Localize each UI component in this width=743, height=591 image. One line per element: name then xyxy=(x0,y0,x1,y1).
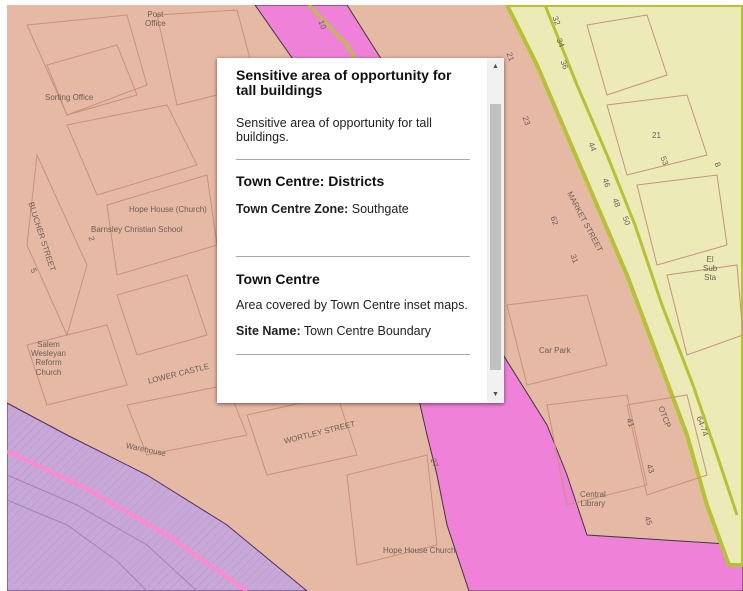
section-title: Town Centre xyxy=(236,271,320,287)
label-sorting-office: Sorting Office xyxy=(45,93,94,102)
scrollbar-thumb[interactable] xyxy=(490,104,501,370)
section-title: Town Centre: Districts xyxy=(236,173,385,189)
field-value: Southgate xyxy=(351,202,409,216)
popup-scrollbar[interactable]: ▲ ▼ xyxy=(487,58,504,403)
pink-line xyxy=(7,449,249,591)
popup-section-tall-buildings: Sensitive area of opportunity for tall b… xyxy=(236,68,470,160)
label-car-park: Car Park xyxy=(539,346,571,355)
feature-info-popup[interactable]: Sensitive area of opportunity for tall b… xyxy=(217,58,504,403)
popup-section-town-centre: Town Centre Area covered by Town Centre … xyxy=(236,272,470,355)
field-value: Town Centre Boundary xyxy=(303,324,432,338)
label-hope-house: Hope House (Church) xyxy=(129,205,207,214)
label-house-number: 21 xyxy=(652,131,661,140)
section-divider xyxy=(236,256,470,257)
rail-line-2 xyxy=(7,499,148,591)
field-label: Town Centre Zone: xyxy=(236,202,349,216)
purple-zone[interactable] xyxy=(7,402,308,591)
popup-content: Sensitive area of opportunity for tall b… xyxy=(236,68,470,355)
section-description: Area covered by Town Centre inset maps. xyxy=(236,298,468,312)
field-label: Site Name: xyxy=(236,324,301,338)
label-barnsley-christian: Barnsley Christian School xyxy=(91,225,183,234)
scroll-up-arrow-icon[interactable]: ▲ xyxy=(492,63,499,70)
yellow-inner-line xyxy=(543,5,739,516)
popup-section-districts: Town Centre: Districts Town Centre Zone:… xyxy=(236,174,470,257)
yellow-zone[interactable] xyxy=(504,5,743,567)
label-hope-house-church: Hope House Church xyxy=(383,546,456,555)
section-divider xyxy=(236,354,470,355)
scroll-down-arrow-icon[interactable]: ▼ xyxy=(492,391,499,398)
section-divider xyxy=(236,159,470,160)
rail-line xyxy=(7,474,198,591)
section-description: Sensitive area of opportunity for tall b… xyxy=(236,116,432,144)
section-title: Sensitive area of opportunity for tall b… xyxy=(236,67,452,98)
